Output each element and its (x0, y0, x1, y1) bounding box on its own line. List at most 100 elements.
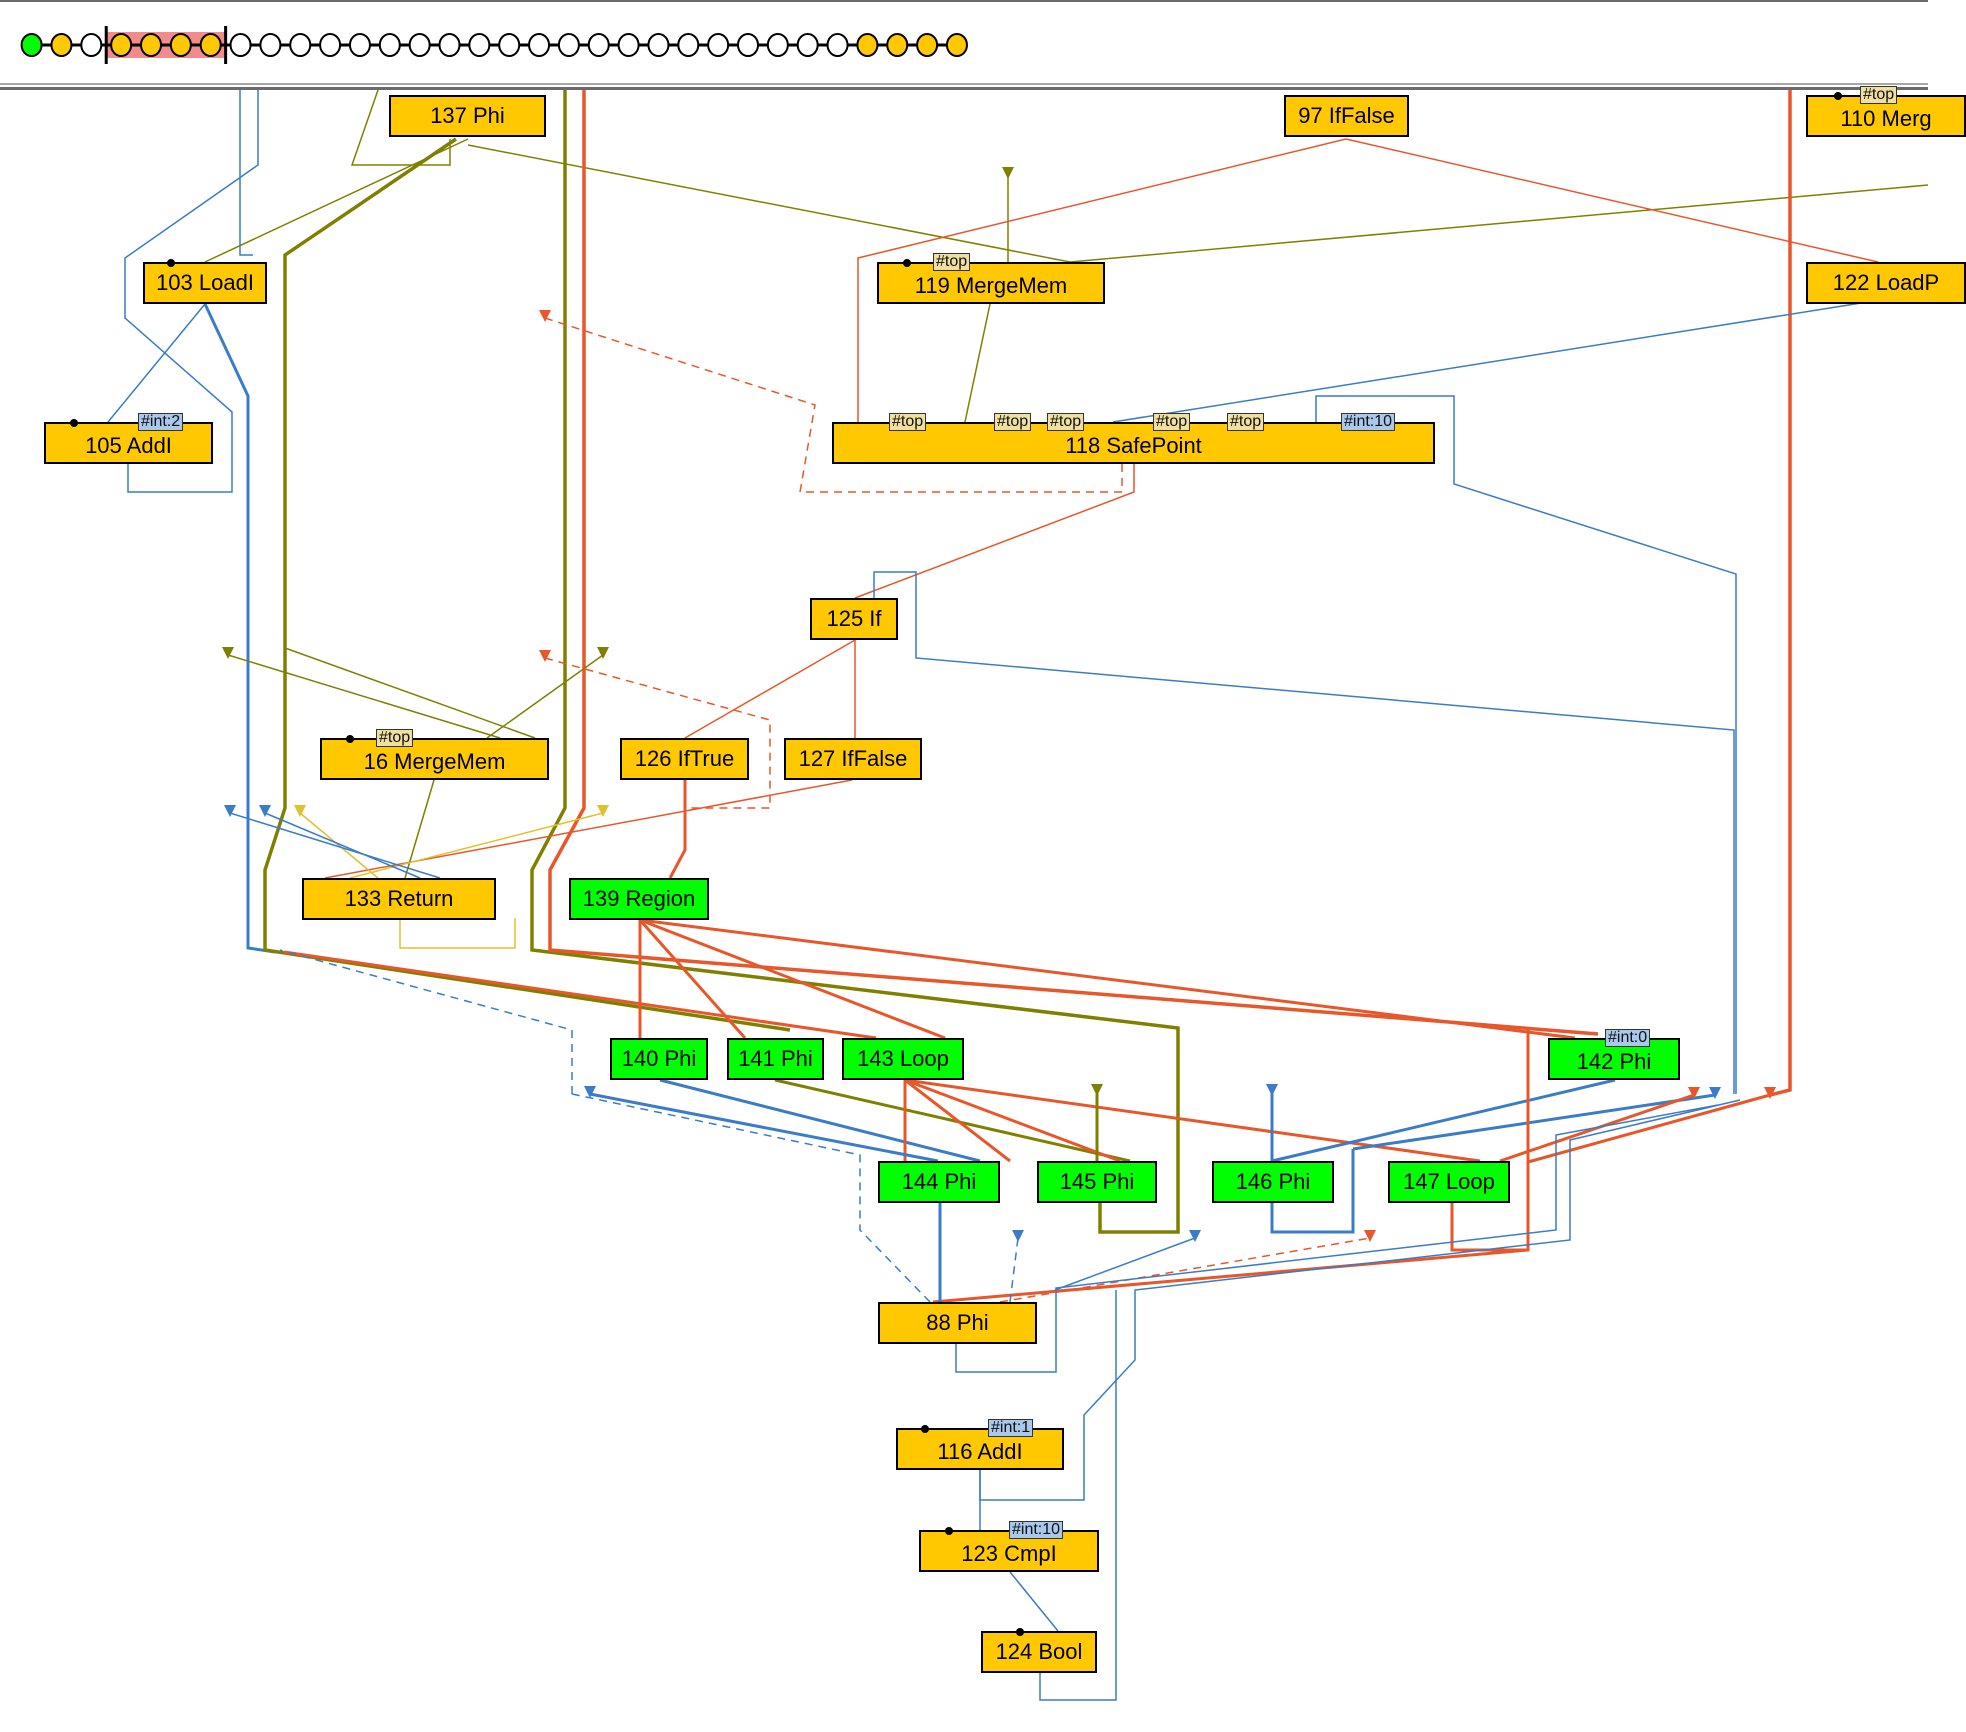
node-label: 103 LoadI (156, 270, 254, 295)
edge-arrowhead (259, 805, 271, 817)
node-label: 123 CmpI (961, 1541, 1057, 1566)
timeline-phase-dot[interactable] (140, 33, 162, 57)
timeline-phase-dot[interactable] (826, 33, 849, 57)
edge-arrowhead (222, 647, 234, 659)
graph-node-127[interactable]: 127 IfFalse (784, 738, 922, 780)
node-marker-dot (1016, 1628, 1024, 1636)
node-marker-dot (903, 259, 911, 267)
graph-node-122[interactable]: 122 LoadP (1806, 262, 1966, 304)
edge-arrowhead (1189, 1230, 1201, 1242)
node-label: 124 Bool (995, 1639, 1083, 1664)
data-edge (203, 303, 276, 954)
graph-node-145[interactable]: 145 Phi (1037, 1161, 1157, 1203)
node-label: 127 IfFalse (798, 746, 908, 771)
graph-node-16[interactable]: 16 MergeMem#top (320, 729, 549, 780)
timeline-phase-dot[interactable] (20, 33, 43, 57)
graph-node-142[interactable]: 142 Phi#int:0 (1548, 1029, 1680, 1080)
node-label: 122 LoadP (1832, 270, 1940, 295)
edge-arrowhead (1688, 1087, 1700, 1099)
graph-canvas[interactable]: 137 Phi 97 IfFalse 110 Merg#top 103 LoadI 11… (0, 86, 1966, 1732)
timeline-phase-dot[interactable] (438, 33, 461, 57)
timeline-phase-dot[interactable] (617, 33, 640, 57)
timeline-phase-dot[interactable] (289, 33, 312, 57)
control-edge (638, 919, 747, 1039)
graph-node-97[interactable]: 97 IfFalse (1284, 95, 1409, 137)
edge-arrowhead (584, 1086, 596, 1098)
timeline-phase-dot[interactable] (468, 33, 491, 57)
control-edge (932, 1248, 1529, 1304)
top-input-tag: #top (933, 253, 971, 271)
timeline-phase-dot[interactable] (50, 33, 73, 57)
graph-node-140[interactable]: 140 Phi (610, 1038, 708, 1080)
top-input-tag: #top (1153, 413, 1191, 431)
graph-node-110[interactable]: 110 Merg#top (1806, 86, 1966, 137)
graph-node-119[interactable]: 119 MergeMem#top (877, 253, 1105, 304)
timeline-phase-dot[interactable] (378, 33, 401, 57)
graph-node-124[interactable]: 124 Bool (981, 1628, 1097, 1673)
edge-arrowhead (1709, 1087, 1721, 1099)
timeline-phase-dot[interactable] (916, 33, 939, 57)
data-edge (1270, 1149, 1355, 1234)
timeline-phase-dot[interactable] (587, 33, 610, 57)
control-edge (639, 918, 946, 1040)
timeline-phase-dot[interactable] (766, 33, 789, 57)
node-label: 143 Loop (857, 1046, 949, 1071)
data-edge (979, 1099, 1741, 1501)
graph-node-116[interactable]: 116 AddI#int:1 (896, 1419, 1064, 1470)
node-label: 146 Phi (1235, 1169, 1311, 1194)
timeline-phase-dot[interactable] (647, 33, 670, 57)
top-input-tag: #top (889, 413, 927, 431)
node-label: 141 Phi (738, 1046, 813, 1071)
timeline-phase-dot[interactable] (259, 33, 282, 57)
graph-node-126[interactable]: 126 IfTrue (620, 738, 749, 780)
top-input-tag: #top (376, 729, 414, 747)
graph-node-146[interactable]: 146 Phi (1212, 1161, 1334, 1203)
data-edge (589, 1092, 939, 1163)
memory-edge (530, 90, 1180, 1234)
timeline-phase-dot[interactable] (229, 33, 252, 57)
phase-timeline[interactable] (0, 0, 1000, 90)
graph-node-144[interactable]: 144 Phi (878, 1161, 1000, 1203)
graph-node-143[interactable]: 143 Loop (842, 1038, 964, 1080)
top-input-tag: #top (1860, 86, 1898, 104)
control-edge (668, 780, 687, 879)
graph-node-123[interactable]: 123 CmpI#int:10 (919, 1521, 1099, 1572)
timeline-phase-dot[interactable] (498, 33, 521, 57)
graph-node-147[interactable]: 147 Loop (1388, 1161, 1510, 1203)
timeline-phase-dot[interactable] (945, 33, 968, 57)
graph-node-141[interactable]: 141 Phi (727, 1038, 824, 1080)
timeline-phase-dot[interactable] (856, 33, 879, 57)
timeline-phase-dot[interactable] (408, 33, 431, 57)
graph-node-118[interactable]: 118 SafePoint#top#top#top#top#top#int:10 (832, 413, 1435, 464)
edge-layer (107, 89, 1929, 1701)
data-edge (1039, 1290, 1117, 1701)
top-input-tag: #top (994, 413, 1032, 431)
timeline-phase-dot[interactable] (557, 33, 580, 57)
control-edge (857, 138, 1347, 422)
node-label: 126 IfTrue (634, 746, 735, 771)
graph-node-139[interactable]: 139 Region (569, 878, 709, 920)
timeline-phase-dot[interactable] (737, 33, 759, 57)
timeline-phase-dot[interactable] (169, 33, 192, 57)
timeline-phase-dot[interactable] (348, 33, 371, 57)
graph-node-103[interactable]: 103 LoadI (143, 259, 267, 304)
timeline-phase-dot[interactable] (796, 33, 819, 57)
data-edge (1315, 395, 1737, 1094)
timeline-phase-dot[interactable] (886, 33, 909, 57)
graph-node-105[interactable]: 105 AddI#int:2 (44, 413, 213, 464)
node-label: 137 Phi (430, 103, 505, 128)
graph-node-133[interactable]: 133 Return (302, 878, 496, 920)
timeline-phase-dot[interactable] (707, 33, 730, 57)
timeline-phase-dot[interactable] (528, 33, 551, 57)
timeline-phase-dot[interactable] (80, 33, 103, 57)
timeline-phase-dot[interactable] (199, 33, 222, 57)
graph-node-88[interactable]: 88 Phi (878, 1302, 1037, 1344)
control-edge (1769, 90, 1792, 1097)
constant-input-tag: #int:10 (1341, 413, 1396, 431)
graph-node-125[interactable]: 125 If (810, 598, 898, 640)
graph-node-137[interactable]: 137 Phi (389, 95, 546, 137)
edge-arrowhead (597, 647, 609, 659)
timeline-phase-dot[interactable] (677, 33, 700, 57)
timeline-phase-dot[interactable] (319, 33, 342, 57)
timeline-phase-dot[interactable] (110, 33, 133, 57)
